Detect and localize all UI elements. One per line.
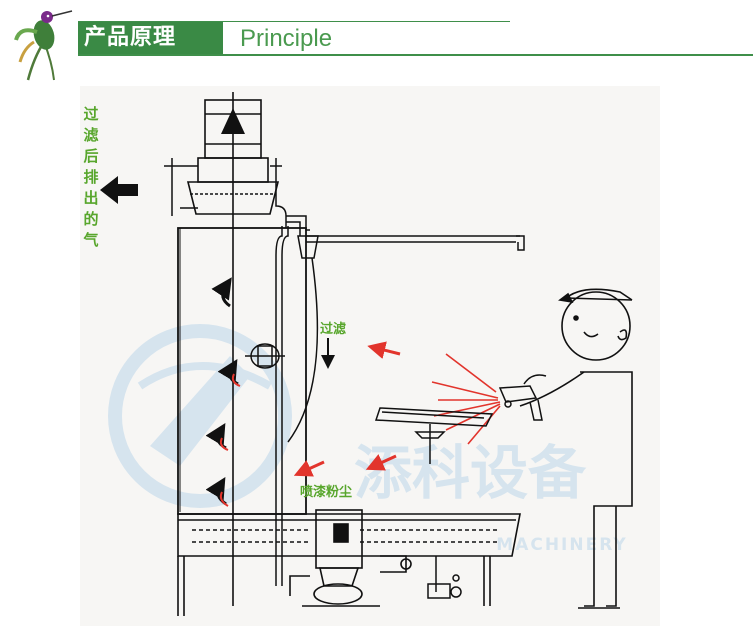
paint-spray-lines bbox=[431, 353, 501, 445]
spray-rotor bbox=[245, 343, 285, 369]
circulating-pump bbox=[289, 509, 412, 607]
shaft-up-arrow-icon bbox=[221, 108, 245, 134]
spray-gun-icon bbox=[498, 374, 547, 421]
spray-booth-diagram: 添科设备 MACHINERY bbox=[80, 86, 660, 626]
airflow-arrow-icon bbox=[211, 277, 232, 308]
water-curtain bbox=[287, 257, 319, 443]
exhaust-air-label: 过滤后排出的气 bbox=[83, 105, 99, 249]
exhaust-duct bbox=[164, 158, 198, 216]
filter-label: 过滤 bbox=[320, 322, 347, 337]
red-airflow-arrow-icon bbox=[367, 341, 401, 359]
work-table bbox=[374, 407, 494, 464]
header-top-rule bbox=[78, 21, 510, 22]
water-basin bbox=[177, 513, 521, 616]
watermark-brand-text: 添科设备 bbox=[354, 439, 587, 507]
page-subtitle: Principle bbox=[240, 25, 333, 52]
drain-valve bbox=[427, 556, 462, 599]
header-bottom-rule bbox=[78, 54, 753, 56]
page-title: 产品原理 bbox=[78, 22, 223, 54]
hummingbird-logo-icon bbox=[14, 10, 73, 81]
exhaust-out-arrow-icon bbox=[100, 176, 138, 204]
operator-figure bbox=[519, 288, 633, 609]
paint-dust-label: 喷漆粉尘 bbox=[300, 485, 353, 500]
side-pipe-top bbox=[275, 158, 287, 228]
